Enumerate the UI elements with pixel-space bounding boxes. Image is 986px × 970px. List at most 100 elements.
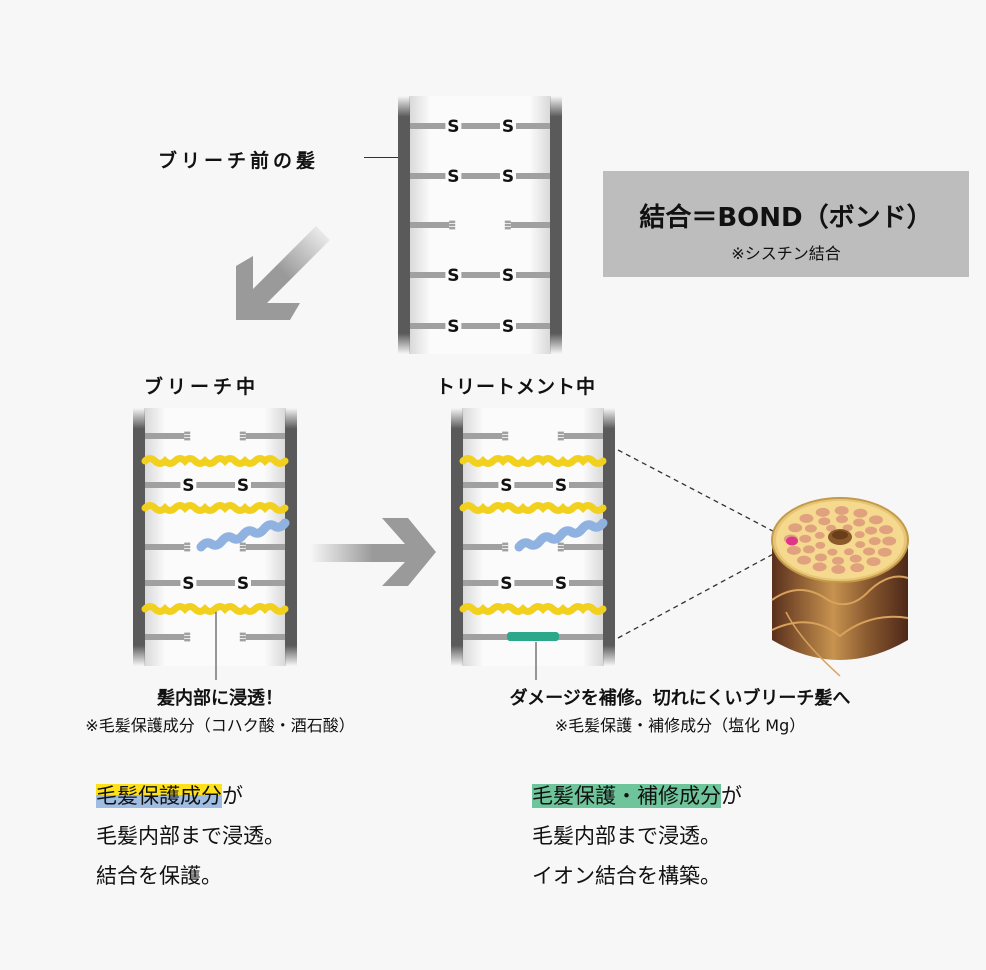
cortex-cell xyxy=(850,563,865,573)
cortex-cell xyxy=(797,555,812,565)
frayed-end xyxy=(502,431,509,434)
sulfur-label: S xyxy=(447,167,459,187)
bond-segment xyxy=(145,580,181,586)
left-rail xyxy=(133,408,145,666)
cortex-cell xyxy=(863,547,876,556)
cortex-cell xyxy=(879,525,894,535)
caption-treatment-note: ※毛髪保護・補修成分（塩化 Mg） xyxy=(554,716,806,735)
frayed-end xyxy=(239,549,246,552)
frayed-end xyxy=(502,434,509,438)
bond-segment xyxy=(516,123,550,129)
summary-right-highlight: 毛髪保護・補修成分 xyxy=(532,784,721,808)
protect-molecule-blue xyxy=(196,518,290,552)
bond-segment xyxy=(461,323,500,329)
cortex-cell xyxy=(835,515,848,524)
frayed-end xyxy=(557,438,564,441)
cortex-cell xyxy=(831,565,846,575)
bond-segment xyxy=(410,272,446,278)
sulfur-label: S xyxy=(447,266,459,286)
bond-stub xyxy=(563,544,603,550)
bond-stub xyxy=(145,634,185,640)
frayed-end xyxy=(239,434,246,438)
summary-right-line3: イオン結合を構築。 xyxy=(532,864,721,888)
zoom-line-top xyxy=(617,449,791,541)
broken-bond xyxy=(145,632,285,642)
cortex-cell xyxy=(799,534,812,543)
left-rail xyxy=(451,408,463,666)
sulfur-label: S xyxy=(500,476,512,496)
summary-left-line2: 毛髪内部まで浸透。 xyxy=(96,824,285,848)
frayed-end xyxy=(502,438,509,441)
summary-right-line2: 毛髪内部まで浸透。 xyxy=(532,824,721,848)
bond-segment xyxy=(514,482,553,488)
bond-info-box: 結合＝BOND（ボンド） ※シスチン結合 xyxy=(603,171,969,277)
bond-segment xyxy=(410,323,446,329)
right-rail xyxy=(550,96,562,354)
protect-molecule-yellow xyxy=(141,502,289,514)
cortex-cell xyxy=(866,557,881,567)
cortex-cell xyxy=(815,507,830,517)
cortex-cell xyxy=(855,541,866,549)
cortex-cell xyxy=(842,524,853,532)
frayed-end xyxy=(239,431,246,434)
cortex-cell xyxy=(853,518,866,527)
cortex-cell xyxy=(818,517,831,526)
frayed-end xyxy=(502,542,509,545)
cortex-cell xyxy=(882,536,897,546)
protect-molecule-yellow xyxy=(141,603,289,615)
frayed-end xyxy=(184,639,191,642)
broken-bond xyxy=(410,220,550,230)
sulfur-label: S xyxy=(237,476,249,496)
right-rail xyxy=(285,408,297,666)
cortex-cell xyxy=(834,505,849,515)
bond-segment xyxy=(514,580,553,586)
bond-segment xyxy=(461,123,500,129)
bond-segment xyxy=(461,173,500,179)
frayed-end xyxy=(184,635,191,639)
caption-treatment-main: ダメージを補修。切れにくいブリーチ髪へ xyxy=(509,688,851,709)
right-rail xyxy=(603,408,615,666)
sulfur-label: S xyxy=(237,574,249,594)
sulfur-label: S xyxy=(502,317,514,337)
cortex-cell xyxy=(804,524,817,533)
frayed-end xyxy=(504,223,511,227)
frayed-end xyxy=(557,431,564,434)
cortex-cell xyxy=(853,508,868,518)
summary-left-line1: 毛髪保護成分が xyxy=(96,776,285,816)
broken-bond xyxy=(145,431,285,441)
bond-stub xyxy=(145,544,185,550)
summary-right-line1: 毛髪保護・補修成分が xyxy=(532,776,742,816)
frayed-end xyxy=(184,545,191,549)
bond-stub xyxy=(510,222,550,228)
bond-segment xyxy=(410,123,446,129)
cortex-cell xyxy=(799,513,814,523)
cortex-cell xyxy=(826,524,837,532)
sulfur-label: S xyxy=(447,117,459,137)
cortex-cell xyxy=(868,537,881,546)
bond-segment xyxy=(251,482,285,488)
frayed-end xyxy=(449,223,456,227)
cortex-cell xyxy=(814,553,827,562)
frayed-end xyxy=(557,542,564,545)
arrow-down-left-icon xyxy=(236,226,330,320)
bond-segment xyxy=(516,272,550,278)
cortex-cell xyxy=(849,554,862,563)
hair-strand-icon xyxy=(771,497,909,677)
bond-segment xyxy=(516,323,550,329)
zoom-line-bottom xyxy=(617,544,791,639)
bond-segment xyxy=(461,272,500,278)
summary-right: 毛髪保護・補修成分が 毛髪内部まで浸透。 イオン結合を構築。 xyxy=(532,776,742,896)
protect-molecule-yellow xyxy=(141,455,289,467)
summary-left: 毛髪保護成分が 毛髪内部まで浸透。 結合を保護。 xyxy=(96,776,285,896)
sulfur-label: S xyxy=(555,574,567,594)
sulfur-label: S xyxy=(182,476,194,496)
cortex-cell xyxy=(815,541,826,549)
frayed-end xyxy=(184,632,191,635)
bond-segment xyxy=(463,482,499,488)
